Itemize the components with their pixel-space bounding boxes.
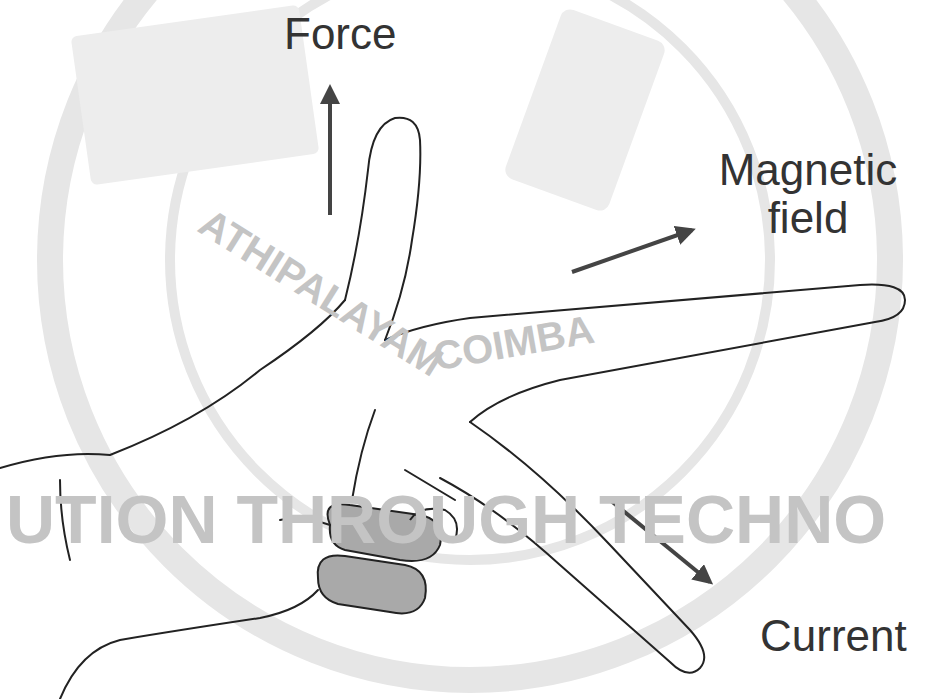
force-arrow bbox=[328, 88, 332, 215]
watermark-text: UTION THROUGH TECHNO bbox=[6, 480, 886, 558]
watermark-text: ATHIPALAYAM bbox=[191, 200, 450, 385]
field-arrow bbox=[572, 230, 692, 272]
watermark-text: COIMBA bbox=[430, 307, 598, 379]
force-label: Force bbox=[284, 10, 434, 58]
watermark-emblem bbox=[71, 5, 668, 214]
field-label: Magnetic field bbox=[688, 146, 928, 241]
current-label: Current bbox=[760, 612, 928, 660]
watermark-seal bbox=[50, 0, 890, 680]
